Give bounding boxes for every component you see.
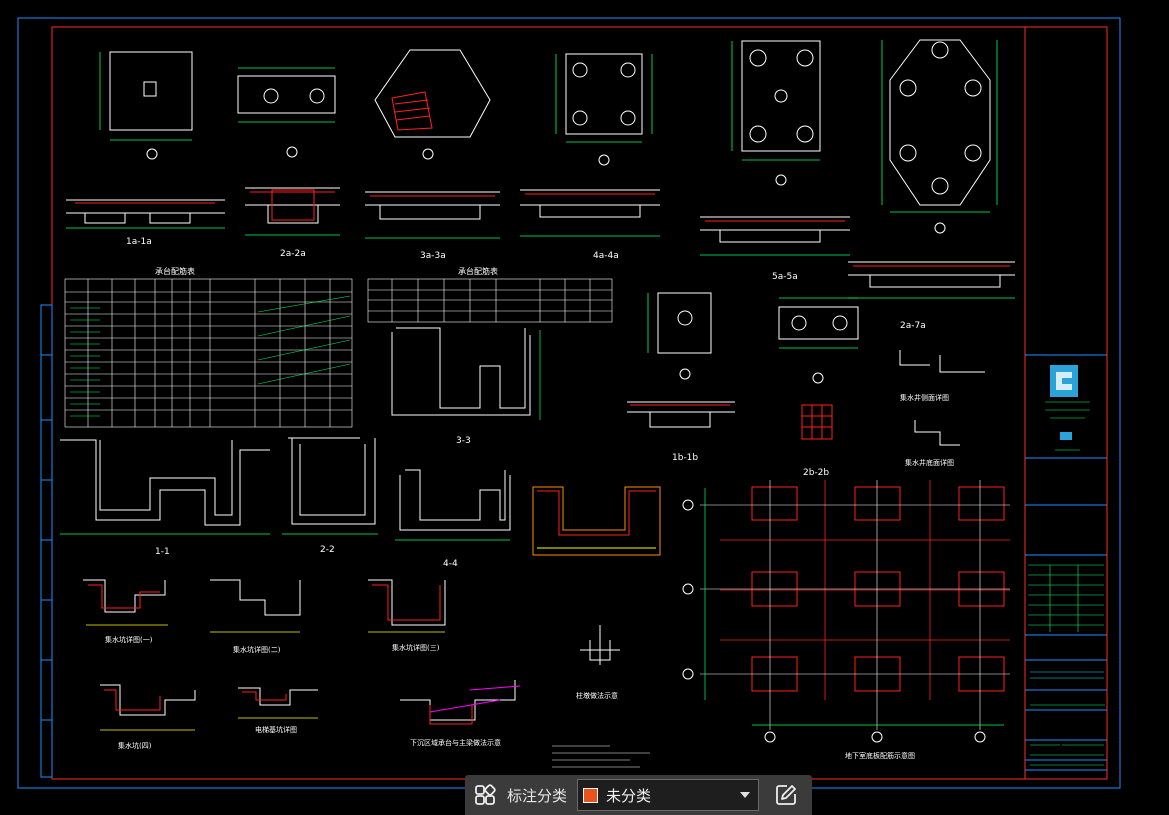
logo-icon	[1050, 365, 1078, 397]
grid-icon	[475, 784, 496, 805]
svg-text:集水井侧面详图: 集水井侧面详图	[900, 393, 949, 402]
section-label-2a: 2a-2a	[280, 249, 306, 259]
svg-text:集水坑详图(三): 集水坑详图(三)	[392, 643, 440, 652]
table-title-1: 承台配筋表	[155, 266, 195, 276]
svg-text:下沉区域承台与主梁做法示意: 下沉区域承台与主梁做法示意	[410, 738, 501, 747]
section-label-2b: 2b-2b	[803, 468, 829, 478]
section-label-2: 2-2	[320, 545, 335, 555]
section-label-1a: 1a-1a	[126, 237, 152, 247]
svg-text:集水坑详图(二): 集水坑详图(二)	[233, 645, 281, 654]
foundation-plan	[682, 480, 1010, 743]
svg-text:柱墩做法示意: 柱墩做法示意	[576, 691, 618, 700]
edit-icon	[776, 785, 796, 805]
annotation-toolbar: 标注分类 未分类	[465, 775, 812, 815]
chevron-down-icon	[740, 792, 751, 798]
edit-button[interactable]	[766, 775, 806, 815]
category-select[interactable]: 未分类	[577, 779, 760, 811]
section-label-4: 4-4	[443, 559, 458, 569]
title-block	[1025, 354, 1107, 771]
svg-text:集水坑(四): 集水坑(四)	[118, 741, 152, 750]
category-label: 标注分类	[507, 786, 568, 805]
category-selected-value: 未分类	[606, 786, 652, 805]
svg-text:集水井底面详图: 集水井底面详图	[905, 458, 954, 467]
section-label-1b: 1b-1b	[672, 453, 698, 463]
table-title-2: 承台配筋表	[458, 266, 498, 276]
left-strip	[40, 304, 53, 778]
section-label-1: 1-1	[155, 547, 170, 557]
svg-text:集水坑详图(一): 集水坑详图(一)	[105, 635, 153, 644]
svg-text:电梯基坑详图: 电梯基坑详图	[255, 725, 297, 734]
section-label-4a: 4a-4a	[593, 251, 619, 261]
section-label-3a: 3a-3a	[420, 251, 446, 261]
section-label-3: 3-3	[456, 436, 471, 446]
grid-button[interactable]	[465, 775, 505, 815]
svg-text:2a-7a: 2a-7a	[900, 321, 926, 331]
rebar-table-2	[367, 278, 613, 323]
svg-text:地下室底板配筋示意图: 地下室底板配筋示意图	[845, 751, 915, 760]
rebar-table-1	[64, 278, 353, 428]
category-color-swatch	[583, 787, 599, 803]
section-label-5a: 5a-5a	[772, 272, 798, 282]
